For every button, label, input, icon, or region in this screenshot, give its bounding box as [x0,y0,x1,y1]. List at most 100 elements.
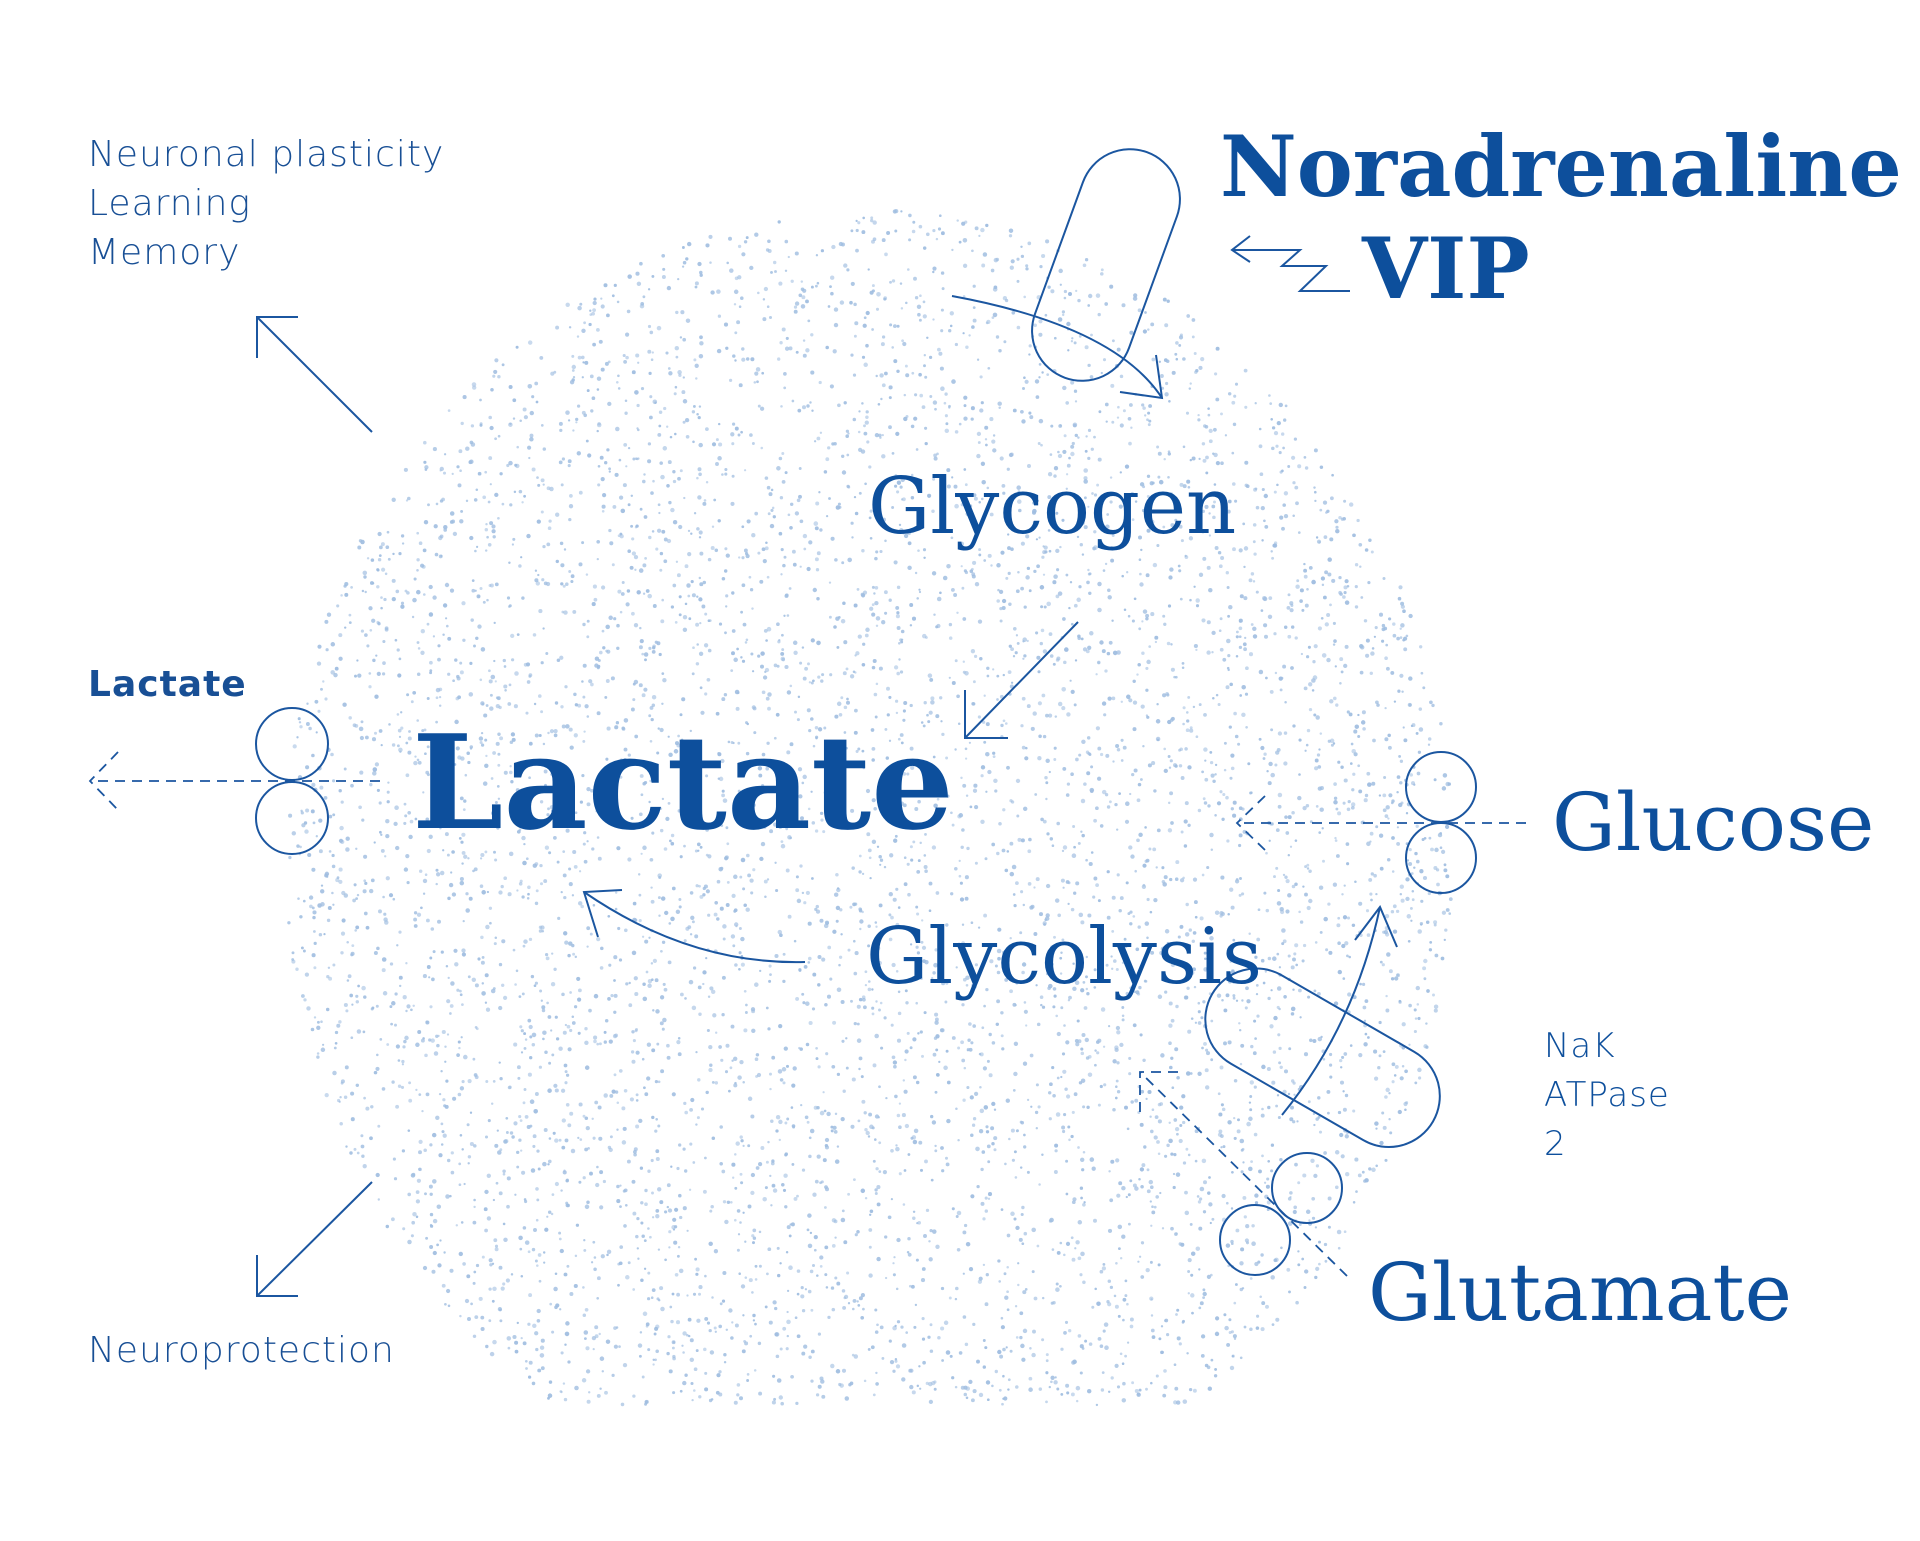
stipple-dot [479,423,483,427]
stipple-dot [878,666,883,671]
stipple-dot [1324,622,1329,627]
stipple-dot [514,983,517,986]
stipple-dot [583,1330,589,1335]
stipple-dot [998,1280,1001,1283]
stipple-dot [1339,682,1342,685]
stipple-dot [568,882,573,887]
stipple-dot [601,629,605,633]
stipple-dot [1198,365,1203,370]
stipple-dot [699,273,703,277]
stipple-dot [786,1225,791,1230]
stipple-dot [762,317,767,322]
stipple-dot [796,1269,801,1273]
stipple-dot [817,675,821,679]
stipple-dot [775,1129,779,1133]
stipple-dot [762,675,768,680]
stipple-dot [1219,914,1223,918]
stipple-dot [412,1004,415,1008]
stipple-dot [380,606,383,610]
stipple-dot [1131,619,1135,623]
stipple-dot [654,1079,659,1084]
stipple-dot [503,665,507,668]
stipple-dot [1166,1333,1170,1337]
stipple-dot [989,417,994,422]
stipple-dot [1009,976,1014,981]
stipple-dot [589,1171,593,1176]
stipple-dot [647,1227,650,1230]
stipple-dot [473,1198,476,1202]
stipple-dot [1109,1285,1114,1290]
stipple-dot [1045,1371,1049,1375]
stipple-dot [1050,424,1054,428]
stipple-dot [1001,1402,1004,1406]
stipple-dot [537,1253,542,1257]
stipple-dot [811,409,814,412]
stipple-dot [1357,764,1361,768]
stipple-dot [768,979,772,983]
stipple-dot [888,425,892,430]
stipple-dot [914,1303,918,1307]
stipple-dot [835,1369,841,1374]
stipple-dot [1166,693,1170,697]
stipple-dot [933,456,938,461]
stipple-dot [1145,617,1149,621]
stipple-dot [1186,719,1190,723]
stipple-dot [1206,1274,1211,1279]
stipple-dot [429,1143,433,1147]
stipple-dot [1445,781,1450,787]
stipple-dot [1068,1329,1072,1333]
stipple-dot [416,672,421,676]
stipple-dot [1053,1170,1058,1174]
stipple-dot [555,559,559,564]
stipple-dot [956,1248,961,1252]
stipple-dot [1004,978,1009,982]
stipple-dot [1047,495,1052,500]
stipple-dot [1146,495,1150,498]
stipple-dot [744,641,748,644]
stipple-dot [929,1228,933,1233]
stipple-dot [1149,1296,1154,1301]
stipple-dot [881,238,886,243]
stipple-dot [474,1315,479,1319]
stipple-dot [805,1001,810,1006]
stipple-dot [851,866,855,870]
stipple-dot [1006,1266,1009,1269]
stipple-dot [1087,913,1092,918]
stipple-dot [1013,1217,1017,1221]
stipple-dot [913,276,917,281]
stipple-dot [704,1156,707,1160]
stipple-dot [788,346,793,351]
stipple-dot [1091,492,1094,495]
stipple-dot [813,1105,818,1110]
stipple-dot [791,1083,796,1088]
stipple-dot [619,534,624,539]
stipple-dot [851,536,854,539]
stipple-dot [484,763,489,769]
stipple-dot [1069,581,1073,584]
stipple-dot [1198,1197,1203,1201]
stipple-dot [567,419,571,422]
stipple-dot [1026,566,1031,571]
stipple-dot [751,1291,754,1294]
stipple-dot [1052,1094,1056,1098]
stipple-dot [334,1041,338,1045]
stipple-dot [494,492,499,498]
stipple-dot [600,1254,605,1259]
stipple-dot [1048,632,1053,636]
stipple-dot [520,1029,524,1033]
stipple-dot [861,230,866,235]
stipple-dot [569,745,574,750]
stipple-dot [847,432,850,435]
stipple-dot [997,1259,1001,1263]
stipple-dot [964,570,969,575]
stipple-dot [749,878,754,883]
stipple-dot [608,809,614,815]
stipple-dot [1010,259,1015,264]
stipple-dot [813,521,819,526]
stipple-dot [780,573,783,576]
stipple-dot [865,627,870,633]
stipple-dot [336,604,340,608]
stipple-dot [1052,1005,1056,1009]
stipple-dot [888,811,893,816]
stipple-dot [621,1140,627,1145]
